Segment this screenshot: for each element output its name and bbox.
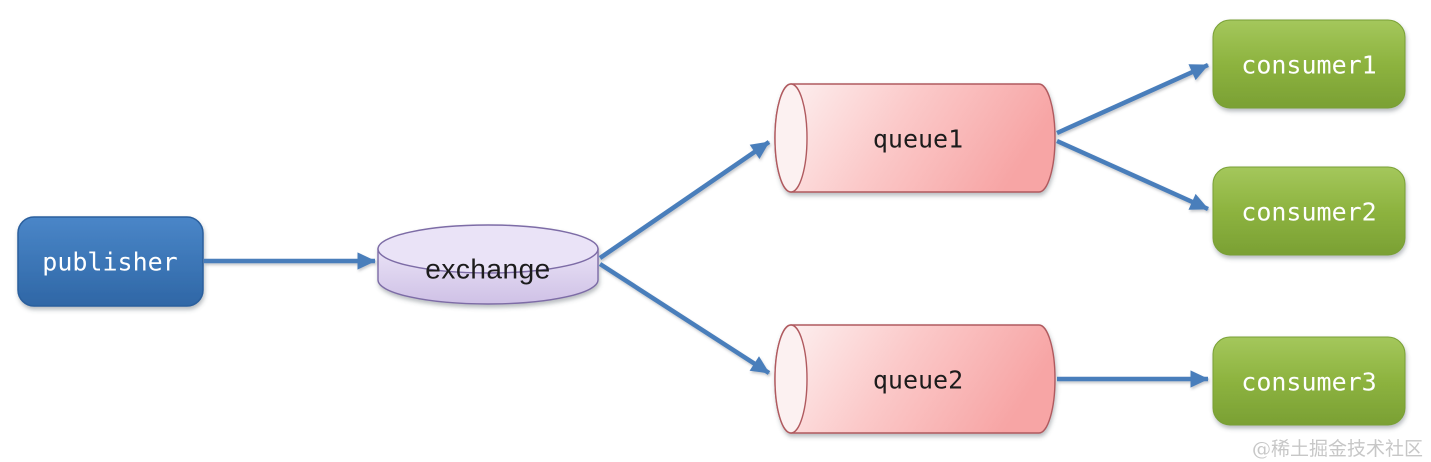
node-publisher: publisher: [17, 216, 204, 307]
edge-exchange-queue1: [598, 140, 771, 260]
consumer3-label: consumer3: [1241, 368, 1376, 397]
edge-queue1-consumer1: [1056, 62, 1209, 136]
consumer1-box: [1212, 19, 1406, 109]
edge-queue1-consumer2: [1056, 138, 1209, 212]
queue1-label: queue1: [873, 125, 963, 154]
queue1-cylinder-cap: [774, 83, 808, 193]
node-queue1: queue1: [774, 83, 1056, 193]
node-consumer1: consumer1: [1212, 19, 1406, 109]
edges: [204, 62, 1209, 388]
node-queue2: queue2: [774, 324, 1056, 434]
node-exchange: exchange: [377, 224, 599, 305]
exchange-cylinder-top: [377, 224, 599, 274]
consumer2-box: [1212, 166, 1406, 256]
publisher-label: publisher: [42, 248, 177, 277]
node-consumer3: consumer3: [1212, 336, 1406, 426]
node-consumer2: consumer2: [1212, 166, 1406, 256]
consumer1-label: consumer1: [1241, 51, 1376, 80]
queue2-cylinder-cap: [774, 324, 808, 434]
consumer2-label: consumer2: [1241, 198, 1376, 227]
consumer3-box: [1212, 336, 1406, 426]
exchange-label: exchange: [425, 254, 550, 285]
queue2-label: queue2: [873, 366, 963, 395]
watermark: @稀土掘金技术社区: [1251, 438, 1423, 460]
edge-exchange-queue2: [598, 262, 771, 375]
publisher-box: [17, 216, 204, 307]
